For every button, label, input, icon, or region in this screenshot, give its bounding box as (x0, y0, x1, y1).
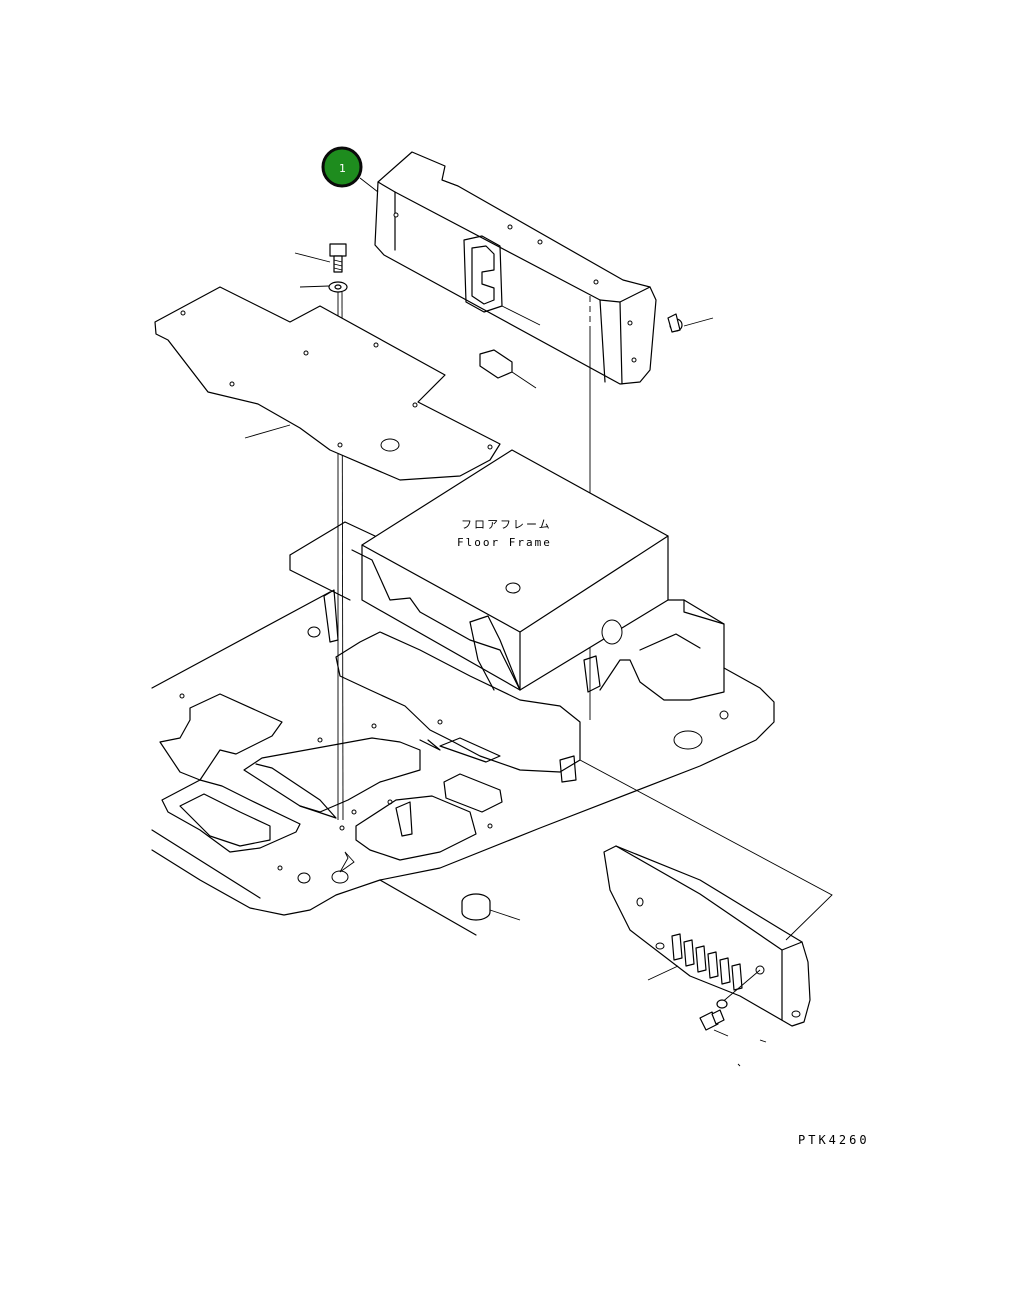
top-cover-part (374, 151, 657, 385)
floor-frame-box (289, 449, 725, 701)
washer-part (299, 281, 348, 293)
figure-code: PTK4260 (798, 1133, 870, 1147)
floor-plate (151, 589, 775, 936)
floor-frame-label-jp: フロアフレーム (461, 518, 552, 531)
callout-1[interactable]: 1 (321, 146, 363, 188)
plug-part (461, 893, 521, 921)
side-bolt-part (667, 313, 714, 333)
callout-1-leader (359, 177, 379, 193)
bolt-part (294, 243, 347, 273)
cushion-block-part (479, 349, 537, 389)
floor-mat-part (154, 286, 501, 481)
front-grille-part (579, 759, 833, 1027)
floor-frame-label-en: Floor Frame (457, 536, 552, 549)
callout-1-number: 1 (339, 162, 346, 175)
grille-bolt-part (699, 999, 767, 1067)
